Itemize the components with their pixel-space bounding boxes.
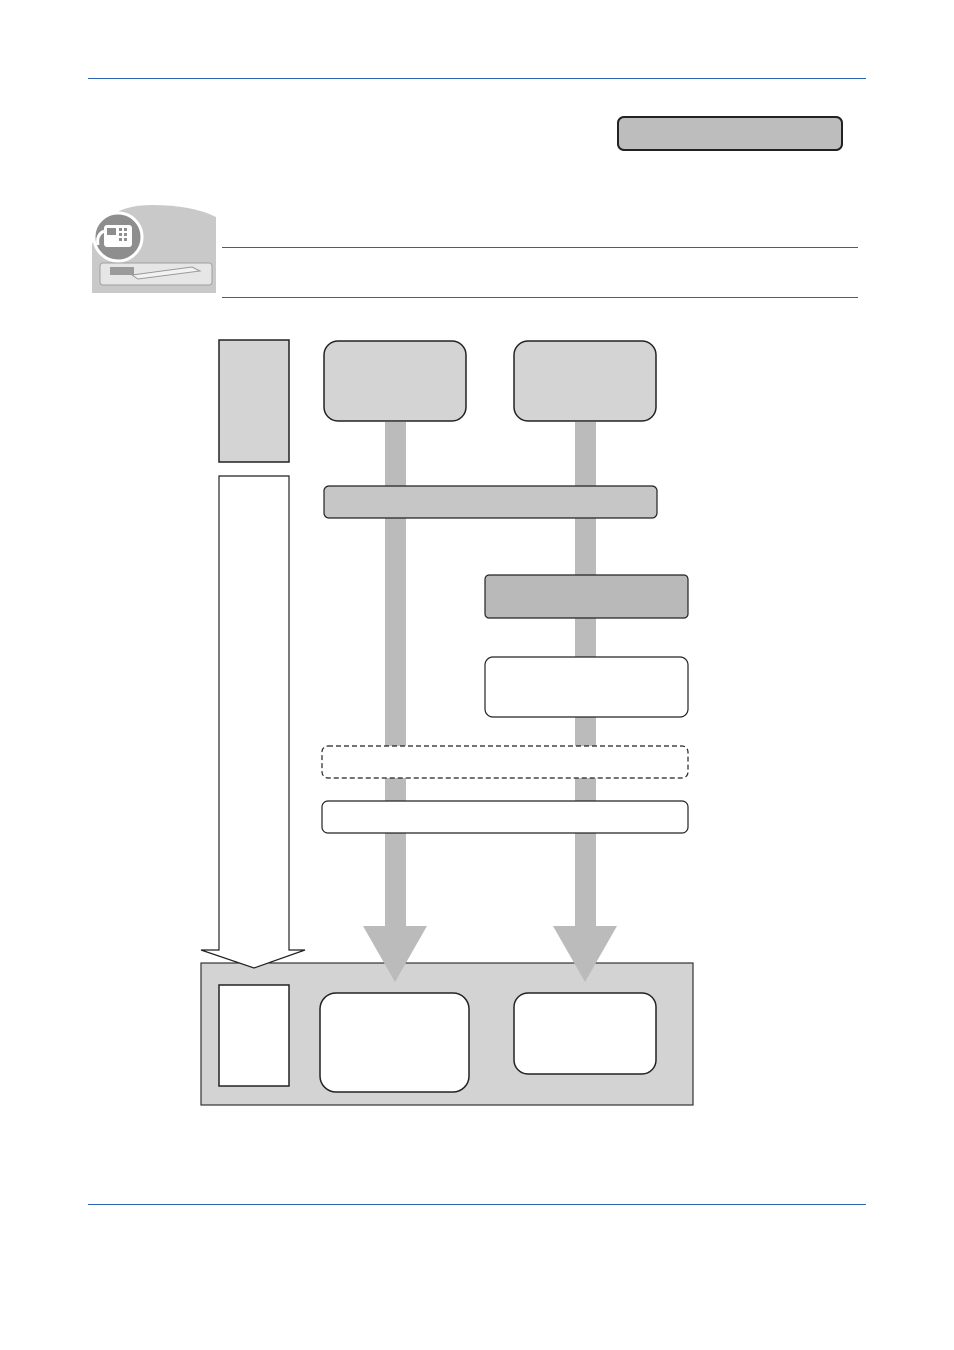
result-box-2 [513, 992, 657, 1075]
section-rule-bottom [222, 297, 858, 298]
step-1-box [323, 485, 658, 519]
side-top-block [218, 339, 290, 463]
source-box-2 [513, 340, 657, 422]
step-5-box [321, 800, 689, 834]
flow-arrow-head-right [553, 926, 617, 982]
result-box-1 [319, 992, 470, 1093]
top-rule [88, 78, 866, 79]
side-down-arrow [200, 475, 306, 969]
step-2-box [484, 574, 689, 619]
flow-arrow-head-left [363, 926, 427, 982]
bottom-rule [88, 1204, 866, 1205]
step-4-box [321, 745, 689, 779]
side-bottom-block [218, 984, 290, 1087]
fax-machine-icon [92, 205, 216, 293]
section-rule-top [222, 247, 858, 248]
source-box-1 [323, 340, 467, 422]
header-badge [617, 116, 843, 151]
step-3-box [484, 656, 689, 718]
